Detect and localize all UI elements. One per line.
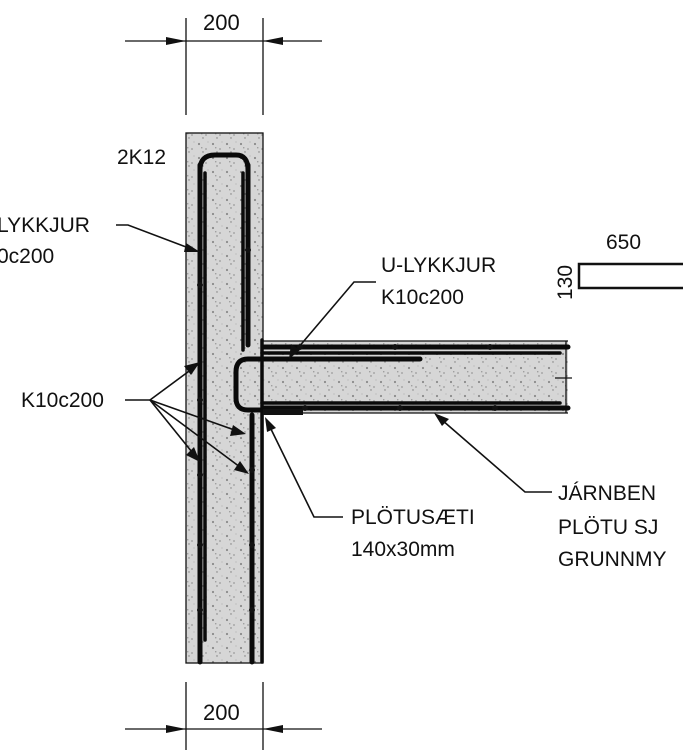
slab-seat [263, 409, 303, 415]
wall-bars-leader: K10c200 [21, 362, 249, 474]
top-bars-label: 2K12 [117, 146, 166, 169]
wall-bars-label: K10c200 [21, 389, 104, 412]
wall-rebar [197, 152, 264, 665]
wall-loops-leader: LYKKJUR 0c200 [0, 214, 200, 268]
seat-detail: 650 130 [554, 231, 683, 300]
seat-detail-rect [577, 262, 683, 290]
rebar-leader: JÁRNBEN PLÖTU SJ GRUNNMY [434, 413, 667, 571]
seat-label-1: PLÖTUSÆTI [351, 506, 475, 529]
seat-leader: PLÖTUSÆTI 140x30mm [265, 417, 475, 561]
wall-loops-label-2: 0c200 [0, 245, 54, 268]
top-dimension: 200 [125, 10, 322, 115]
rebar-label-2: PLÖTU SJ [558, 516, 658, 539]
seat-length-label: 650 [606, 231, 641, 254]
u-loops-label-2: K10c200 [381, 286, 464, 309]
rebar-label-1: JÁRNBEN [558, 482, 656, 505]
seat-height-label: 130 [554, 265, 577, 300]
bottom-dimension: 200 [125, 682, 322, 750]
rebar-label-3: GRUNNMY [558, 548, 667, 571]
wall-loops-label-1: LYKKJUR [0, 214, 90, 237]
u-loops-label-1: U-LYKKJUR [381, 254, 496, 277]
u-loops-leader: U-LYKKJUR K10c200 [289, 254, 496, 359]
slab-rebar [233, 344, 572, 413]
seat-label-2: 140x30mm [351, 538, 455, 561]
top-width-label: 200 [203, 10, 240, 35]
bottom-width-label: 200 [203, 700, 240, 725]
